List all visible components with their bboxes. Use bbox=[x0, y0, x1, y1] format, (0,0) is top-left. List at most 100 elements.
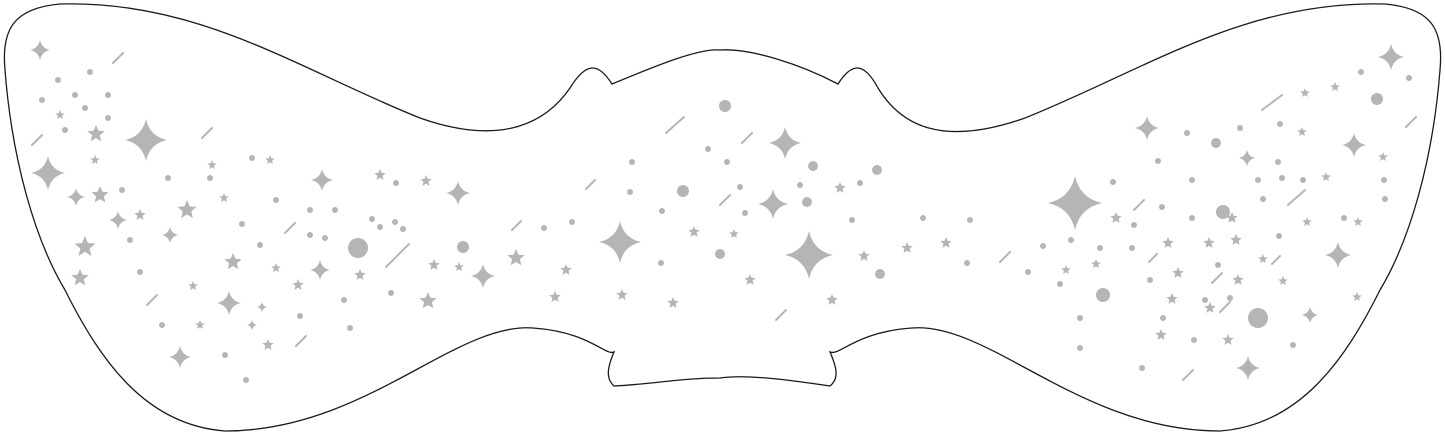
sparkle-icon bbox=[785, 231, 833, 279]
dash bbox=[1211, 272, 1223, 284]
star-icon bbox=[374, 169, 386, 180]
dot bbox=[239, 221, 245, 227]
star-icon bbox=[1226, 212, 1238, 223]
dot bbox=[165, 175, 171, 181]
dash bbox=[1261, 94, 1283, 111]
star-icon bbox=[71, 269, 89, 286]
dot bbox=[1215, 262, 1221, 268]
dot bbox=[393, 180, 399, 186]
star-icon bbox=[271, 263, 281, 272]
dot bbox=[1077, 315, 1083, 321]
dot bbox=[920, 215, 926, 221]
dot bbox=[1184, 130, 1190, 136]
dot bbox=[1277, 121, 1283, 127]
dot bbox=[1255, 177, 1261, 183]
star-icon bbox=[87, 125, 105, 142]
dot bbox=[222, 352, 228, 358]
dot bbox=[1260, 196, 1266, 202]
dash bbox=[1271, 255, 1281, 265]
dot bbox=[1139, 365, 1145, 371]
dot bbox=[541, 225, 547, 231]
dot bbox=[677, 185, 689, 197]
dot bbox=[159, 322, 165, 328]
dot bbox=[724, 159, 730, 165]
star-icon bbox=[1110, 212, 1122, 223]
sparkle-icon bbox=[109, 211, 127, 229]
dash bbox=[999, 251, 1011, 263]
dot bbox=[119, 187, 125, 193]
star-icon bbox=[1203, 237, 1215, 248]
star-icon bbox=[262, 339, 274, 350]
sparkle-icon bbox=[30, 40, 50, 60]
sparkle-icon bbox=[446, 181, 470, 205]
dot bbox=[1191, 337, 1197, 343]
dot bbox=[273, 197, 279, 203]
dot bbox=[1381, 177, 1387, 183]
star-icon bbox=[834, 182, 846, 193]
star-icon bbox=[419, 292, 437, 309]
dot bbox=[849, 217, 855, 223]
dot bbox=[719, 100, 731, 112]
star-icon bbox=[1302, 217, 1312, 226]
dot bbox=[457, 241, 469, 253]
dot bbox=[369, 216, 375, 222]
star-icon bbox=[420, 175, 432, 186]
dot bbox=[297, 313, 303, 319]
dot bbox=[1279, 175, 1285, 181]
star-icon bbox=[1091, 259, 1101, 268]
dot bbox=[39, 97, 45, 103]
star-icon bbox=[74, 236, 96, 256]
sparkle-icon bbox=[31, 156, 65, 190]
dot bbox=[388, 290, 394, 296]
dot bbox=[1077, 345, 1083, 351]
sparkle-icon bbox=[1325, 242, 1351, 268]
star-icon bbox=[616, 289, 628, 300]
dot bbox=[659, 208, 665, 214]
dot bbox=[1147, 277, 1153, 283]
dot bbox=[348, 238, 368, 258]
star-icon bbox=[1162, 237, 1174, 248]
dot bbox=[1040, 243, 1046, 249]
star-icon bbox=[1300, 88, 1310, 97]
sparkle-icon bbox=[257, 302, 267, 312]
dot bbox=[62, 127, 68, 133]
dot bbox=[72, 92, 78, 98]
star-icon bbox=[188, 281, 198, 290]
sparkle-icon bbox=[471, 264, 495, 288]
dash bbox=[585, 179, 596, 190]
dot bbox=[1155, 158, 1161, 164]
dot bbox=[1227, 295, 1233, 301]
dash bbox=[112, 52, 124, 64]
dot bbox=[1341, 215, 1347, 221]
dot bbox=[1057, 281, 1063, 287]
star-icon bbox=[744, 274, 756, 285]
dot bbox=[1290, 342, 1296, 348]
star-icon bbox=[1222, 334, 1234, 345]
sparkle-icon bbox=[1048, 176, 1102, 230]
dot bbox=[1159, 204, 1165, 210]
dash bbox=[775, 309, 787, 321]
dot bbox=[55, 77, 61, 83]
sparkle-icon bbox=[311, 169, 333, 191]
dot bbox=[705, 146, 711, 152]
dot bbox=[715, 249, 725, 259]
star-icon bbox=[1321, 172, 1331, 181]
dot bbox=[737, 184, 743, 190]
dot bbox=[82, 105, 88, 111]
sparkle-icon bbox=[769, 127, 801, 159]
dash bbox=[284, 222, 296, 234]
dot bbox=[802, 197, 812, 207]
dash bbox=[146, 294, 158, 306]
star-icon bbox=[1166, 293, 1178, 304]
dot bbox=[377, 224, 383, 230]
dot bbox=[341, 297, 347, 303]
dot bbox=[1202, 297, 1208, 303]
star-icon bbox=[1353, 217, 1363, 226]
star-icon bbox=[507, 249, 525, 266]
dash bbox=[1133, 199, 1145, 211]
sparkle-icon bbox=[67, 188, 85, 206]
dash bbox=[741, 132, 753, 144]
star-icon bbox=[207, 160, 217, 169]
dot bbox=[1110, 179, 1116, 185]
dash bbox=[1219, 301, 1231, 313]
